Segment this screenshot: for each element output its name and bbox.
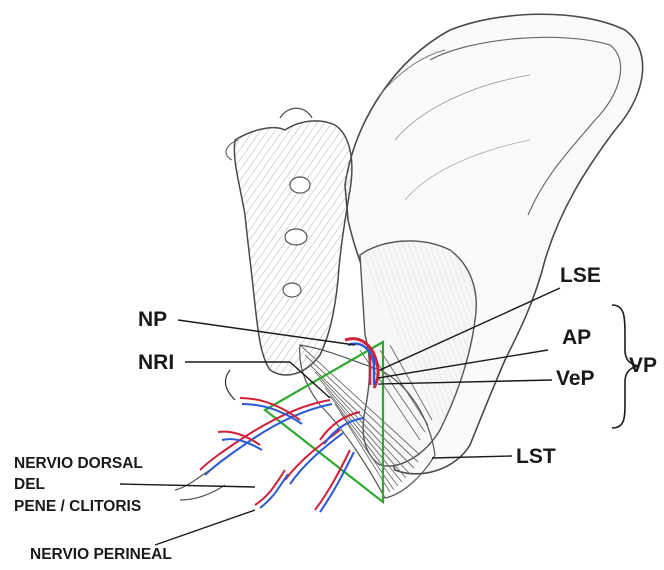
label-nervio-dorsal-line2: DEL bbox=[14, 477, 45, 493]
label-lse: LSE bbox=[560, 265, 601, 286]
label-np: NP bbox=[138, 309, 167, 330]
label-lst: LST bbox=[516, 446, 556, 467]
label-nervio-dorsal-line1: NERVIO DORSAL bbox=[14, 456, 143, 472]
label-nri: NRI bbox=[138, 352, 174, 373]
label-vp: VP bbox=[629, 355, 657, 376]
label-vep: VeP bbox=[556, 368, 595, 389]
label-nervio-perineal: NERVIO PERINEAL bbox=[30, 547, 172, 563]
label-ap: AP bbox=[562, 327, 591, 348]
label-nervio-dorsal-line3: PENE / CLITORIS bbox=[14, 499, 141, 515]
